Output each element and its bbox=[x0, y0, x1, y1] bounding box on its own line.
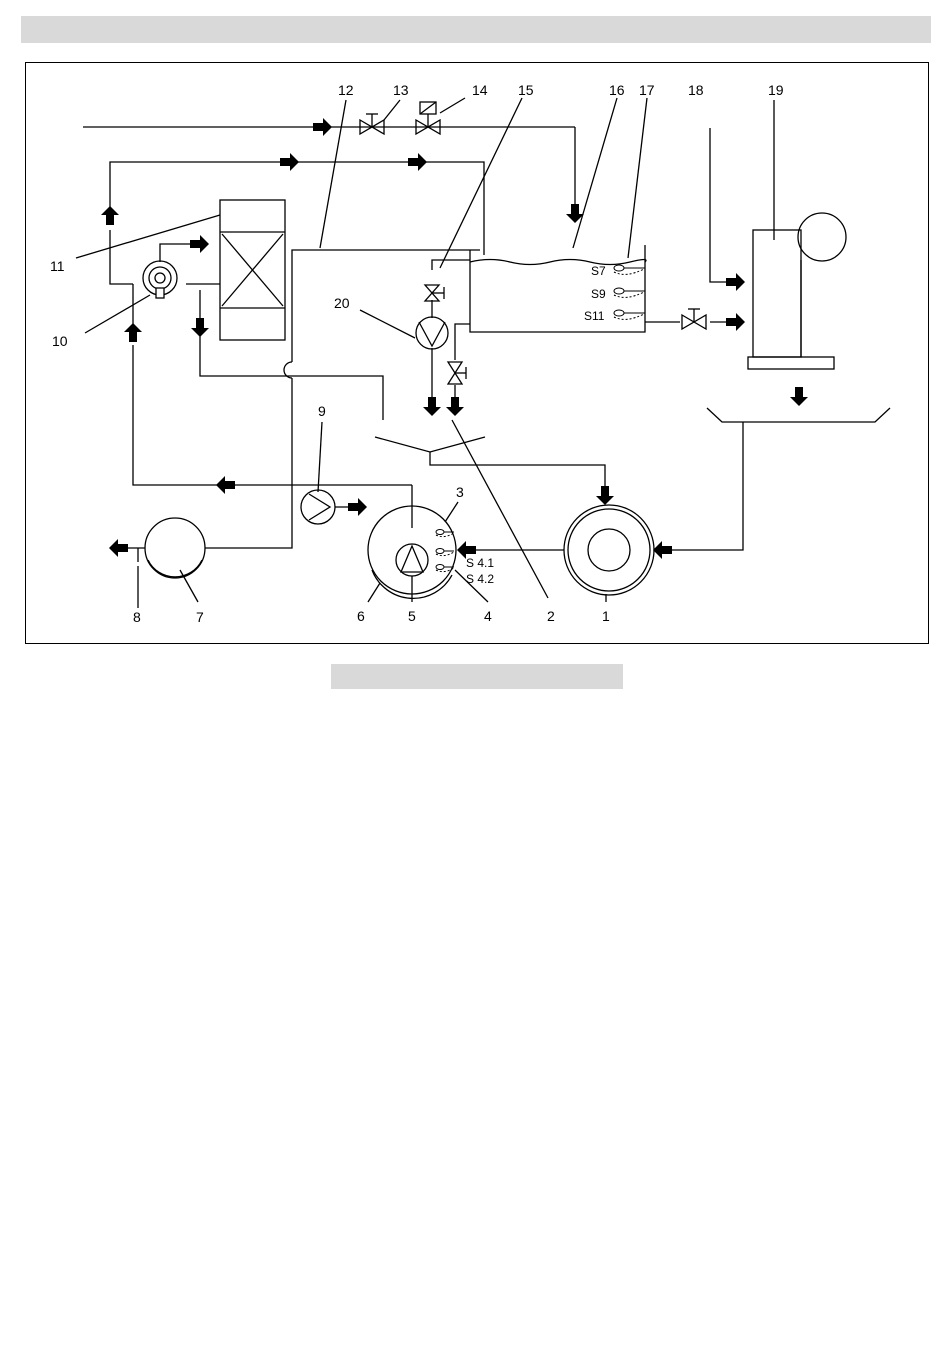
label-17: 17 bbox=[639, 82, 655, 98]
arrow-right-icon bbox=[726, 313, 745, 331]
label-14: 14 bbox=[472, 82, 488, 98]
valve-15 bbox=[425, 285, 444, 301]
compressor-10 bbox=[143, 261, 177, 298]
arrow-right-icon bbox=[726, 273, 745, 291]
label-15: 15 bbox=[518, 82, 534, 98]
schematic-diagram: 12 13 14 15 16 17 18 19 11 10 20 9 3 8 7… bbox=[0, 0, 950, 700]
valve-drain bbox=[448, 362, 466, 384]
label-4: 4 bbox=[484, 608, 492, 624]
label-8: 8 bbox=[133, 609, 141, 625]
sensor-label-s11: S11 bbox=[584, 309, 605, 323]
drip-tray bbox=[707, 408, 890, 422]
label-3: 3 bbox=[456, 484, 464, 500]
label-2: 2 bbox=[547, 608, 555, 624]
sensor-s4-1 bbox=[436, 549, 454, 556]
sensor-label-s41: S 4.1 bbox=[466, 556, 494, 570]
pump-20 bbox=[416, 317, 448, 349]
arrow-down-icon bbox=[446, 397, 464, 416]
sensor-label-s9: S9 bbox=[591, 287, 606, 301]
caption-bar bbox=[331, 664, 623, 689]
label-12: 12 bbox=[338, 82, 354, 98]
arrow-right-icon bbox=[348, 498, 367, 516]
valve-outlet bbox=[682, 309, 706, 329]
sensor-label-s7: S7 bbox=[591, 264, 606, 278]
label-5: 5 bbox=[408, 608, 416, 624]
arrow-up-icon bbox=[124, 323, 142, 342]
label-20: 20 bbox=[334, 295, 350, 311]
arrow-down-icon bbox=[790, 387, 808, 406]
water-surface bbox=[470, 260, 646, 265]
arrow-down-icon bbox=[423, 397, 441, 416]
arrow-left-icon bbox=[653, 541, 672, 559]
arrow-right-icon bbox=[280, 153, 299, 171]
arrow-right-icon bbox=[313, 118, 332, 136]
sensor-s11 bbox=[614, 310, 645, 319]
sensor-s7 bbox=[614, 265, 645, 274]
unit-19 bbox=[753, 230, 801, 357]
arrow-down-icon bbox=[191, 318, 209, 337]
arrow-right-icon bbox=[408, 153, 427, 171]
label-19: 19 bbox=[768, 82, 784, 98]
arrow-down-icon bbox=[596, 486, 614, 505]
sensor-label-s42: S 4.2 bbox=[466, 572, 494, 586]
arrow-up-icon bbox=[101, 206, 119, 225]
arrow-left-icon bbox=[109, 539, 128, 557]
return-line-upper bbox=[110, 162, 484, 255]
drum-1 bbox=[564, 505, 654, 595]
label-16: 16 bbox=[609, 82, 625, 98]
arrow-left-icon bbox=[216, 476, 235, 494]
label-7: 7 bbox=[196, 609, 204, 625]
label-13: 13 bbox=[393, 82, 409, 98]
sensor-s9 bbox=[614, 288, 645, 297]
valve-13 bbox=[360, 114, 384, 134]
label-9: 9 bbox=[318, 403, 326, 419]
label-1: 1 bbox=[602, 608, 610, 624]
label-6: 6 bbox=[357, 608, 365, 624]
solenoid-valve-14 bbox=[416, 102, 440, 134]
label-11: 11 bbox=[50, 258, 65, 274]
arrow-right-icon bbox=[190, 235, 209, 253]
label-10: 10 bbox=[52, 333, 68, 349]
label-18: 18 bbox=[688, 82, 704, 98]
